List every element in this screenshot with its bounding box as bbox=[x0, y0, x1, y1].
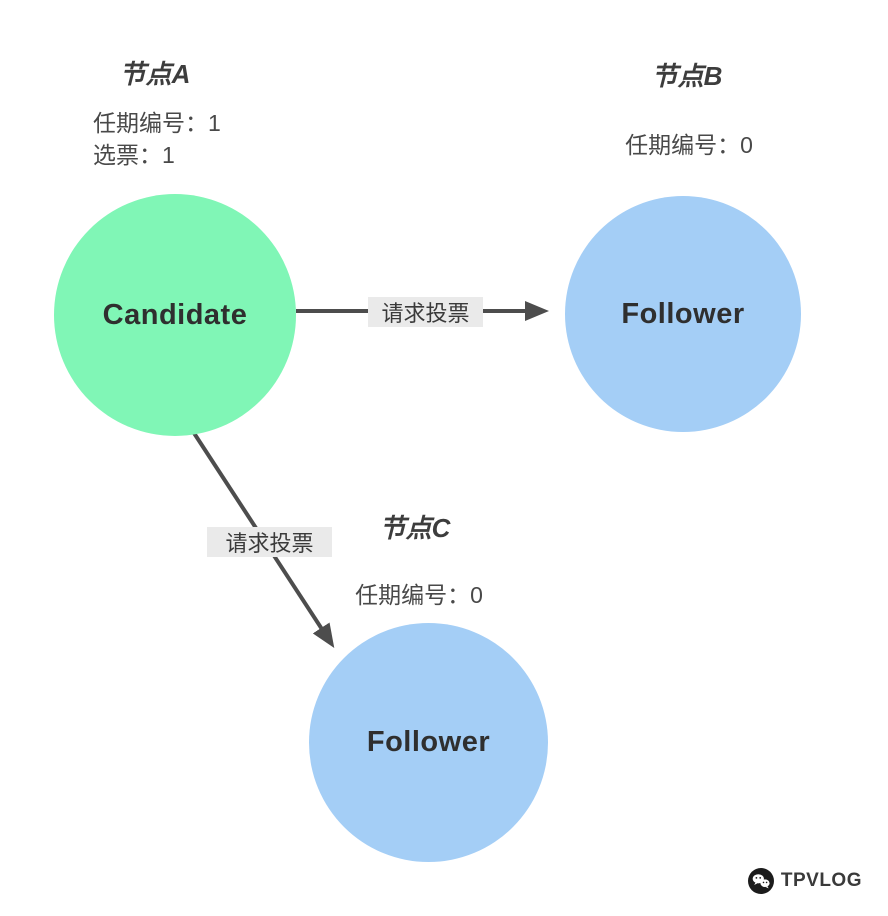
node-c-term-label: 任期编号：0 bbox=[355, 582, 483, 608]
node-a-role-label: Candidate bbox=[102, 298, 248, 331]
node-b-term-label: 任期编号：0 bbox=[625, 132, 753, 158]
node-c-title: 节点C bbox=[379, 513, 451, 543]
node-b-role-label: Follower bbox=[621, 297, 745, 330]
wechat-icon bbox=[747, 868, 774, 894]
node-b-circle: Follower bbox=[565, 196, 801, 432]
node-c-circle: Follower bbox=[309, 623, 548, 862]
edge-a-to-c-label: 请求投票 bbox=[207, 527, 332, 557]
node-a-votes-label: 选票：1 bbox=[93, 142, 175, 168]
edge-a-to-b-label: 请求投票 bbox=[368, 297, 483, 327]
node-a-term-label: 任期编号：1 bbox=[93, 110, 221, 136]
node-a-circle: Candidate bbox=[54, 194, 296, 436]
node-c-role-label: Follower bbox=[366, 726, 491, 758]
watermark: TPVLOG bbox=[747, 868, 862, 894]
node-b-title: 节点B bbox=[651, 61, 723, 91]
watermark-text: TPVLOG bbox=[780, 870, 862, 891]
node-a-title: 节点A bbox=[119, 59, 191, 89]
